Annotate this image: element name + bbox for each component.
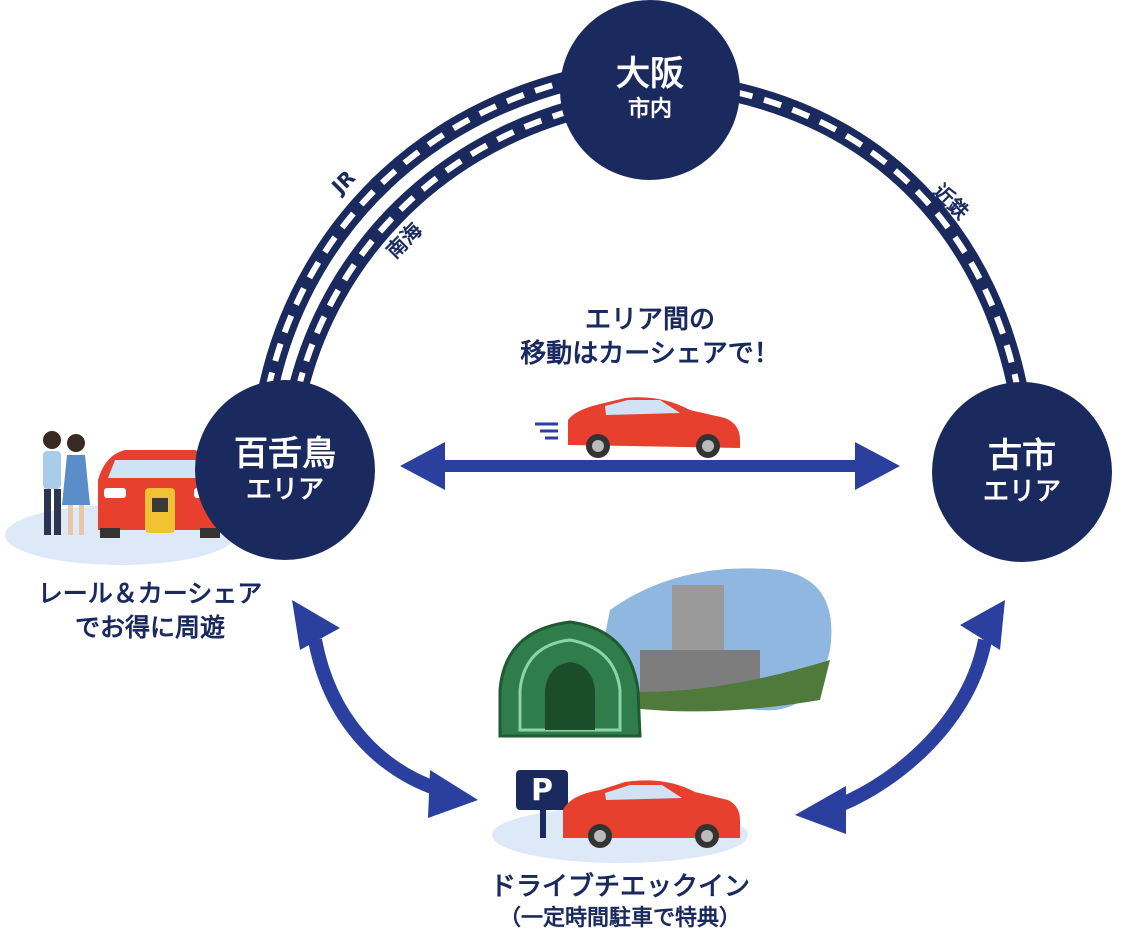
car-share-caption: エリア間の 移動はカーシェアで！ bbox=[470, 303, 830, 371]
rail-caption-line-1: レール＆カーシェア bbox=[37, 579, 263, 608]
moving-car-icon bbox=[535, 397, 740, 458]
kofun-photo-illustration bbox=[498, 568, 832, 738]
osaka-city-node: 大阪 市内 bbox=[560, 0, 740, 180]
car-share-caption-line-1: エリア間の bbox=[584, 305, 715, 335]
drive-caption-line-2: （一定時間駐車で特典） bbox=[498, 906, 741, 931]
railway-jr bbox=[258, 70, 575, 393]
furuichi-node-title: 古市 bbox=[988, 436, 1056, 476]
parking-scene-illustration: P bbox=[492, 770, 748, 863]
couple-with-car-illustration bbox=[5, 431, 235, 565]
osaka-node-title: 大阪 bbox=[616, 54, 684, 94]
mozu-node-title: 百舌鳥 bbox=[234, 434, 336, 474]
arrow-furuichi-to-parking bbox=[795, 600, 1005, 834]
car-share-arrow bbox=[400, 442, 900, 490]
railway-kintetsu bbox=[732, 82, 1028, 392]
furuichi-area-node: 古市 エリア bbox=[932, 382, 1112, 562]
arrow-mozu-to-parking bbox=[292, 600, 478, 818]
osaka-node-subtitle: 市内 bbox=[627, 97, 672, 122]
mozu-area-node: 百舌鳥 エリア bbox=[195, 380, 375, 560]
rail-caption-line-2: でお得に周遊 bbox=[74, 613, 225, 642]
railway-nankai bbox=[288, 100, 577, 393]
parking-sign-text: P bbox=[531, 773, 553, 808]
car-share-caption-line-2: 移動はカーシェアで！ bbox=[520, 339, 780, 369]
rail-car-share-caption: レール＆カーシェア でお得に周遊 bbox=[0, 577, 300, 645]
drive-check-in-caption: ドライブチエックイン （一定時間駐車で特典） bbox=[420, 870, 820, 934]
mozu-node-subtitle: エリア bbox=[245, 475, 324, 505]
furuichi-node-subtitle: エリア bbox=[982, 477, 1061, 507]
drive-caption-line-1: ドライブチエックイン bbox=[489, 872, 750, 902]
